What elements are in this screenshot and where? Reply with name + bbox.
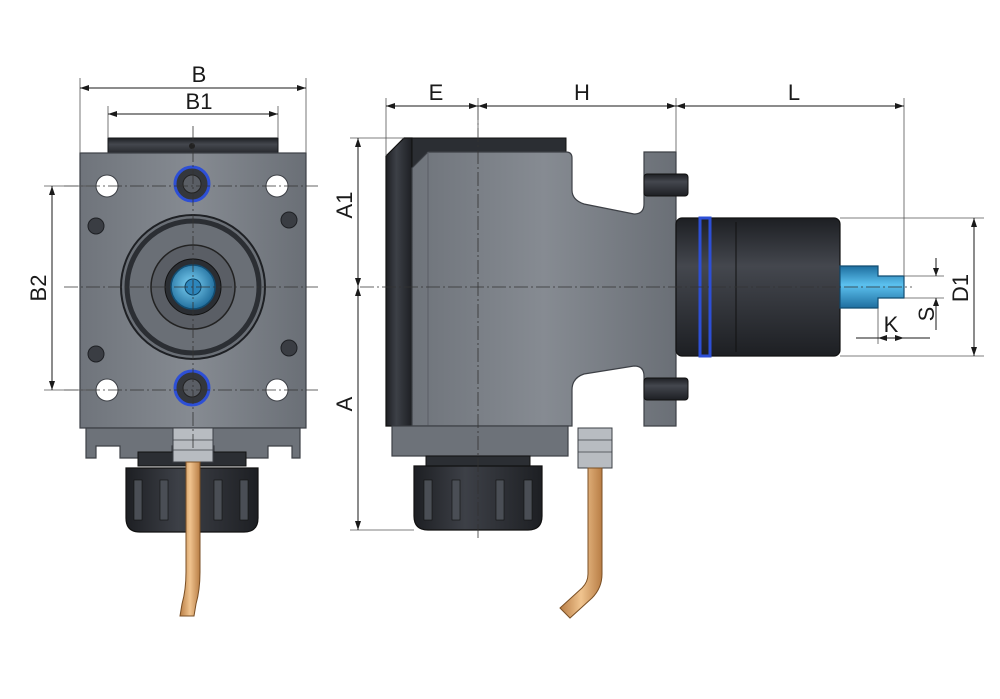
side-base xyxy=(391,425,569,457)
front-pin-3 xyxy=(87,345,105,363)
side-main-body xyxy=(411,151,677,427)
dim-B2: B2 xyxy=(26,275,51,302)
front-pin-2 xyxy=(280,211,298,229)
front-oring-bottom-inner xyxy=(182,378,202,398)
dim-S: S xyxy=(914,307,939,322)
dim-E: E xyxy=(429,80,444,105)
front-collet-slot-1 xyxy=(133,479,143,521)
dim-B1: B1 xyxy=(186,89,213,114)
side-view xyxy=(385,137,905,619)
side-collet-slot-2 xyxy=(451,479,461,521)
dim-H: H xyxy=(574,80,590,105)
side-collet-slot-3 xyxy=(495,479,505,521)
front-coolant-pipe xyxy=(179,461,201,617)
side-coolant-pipe xyxy=(559,467,603,619)
front-pin-4 xyxy=(280,339,298,357)
front-collet-slot-4 xyxy=(239,479,249,521)
front-oring-top-inner xyxy=(182,174,202,194)
front-collet-slot-3 xyxy=(213,479,223,521)
dim-A: A xyxy=(332,396,357,411)
front-collet-slot-2 xyxy=(159,479,169,521)
side-collet-slot-4 xyxy=(523,479,533,521)
front-top-dot xyxy=(189,143,195,149)
dim-B: B xyxy=(192,62,207,87)
side-collet-slot-1 xyxy=(423,479,433,521)
side-coolant-fitting xyxy=(577,427,613,469)
dim-D1: D1 xyxy=(948,274,973,302)
dim-L: L xyxy=(788,80,800,105)
side-bolt-bottom xyxy=(643,377,689,401)
dim-A1: A1 xyxy=(332,192,357,219)
front-dimensions: B B1 B2 xyxy=(26,62,307,391)
side-dimensions: E H L A1 A D1 S K xyxy=(332,80,984,531)
side-bolt-top xyxy=(643,173,689,197)
side-back-plate xyxy=(385,137,413,427)
dim-K: K xyxy=(884,312,899,337)
front-pin-1 xyxy=(87,217,105,235)
